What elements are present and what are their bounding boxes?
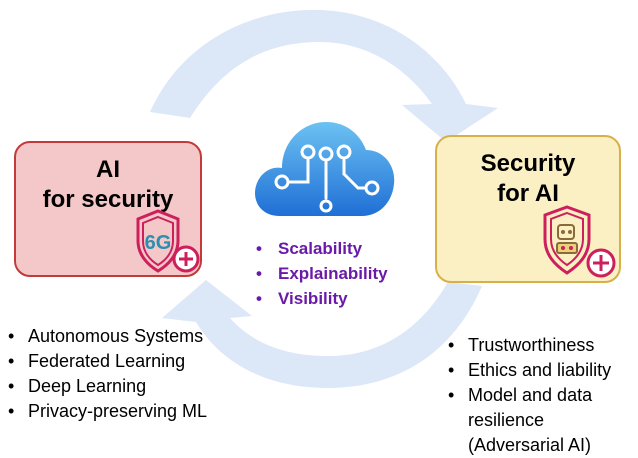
top-arrow: [150, 9, 498, 142]
security-for-ai-box: Security for AI: [435, 135, 621, 283]
center-properties-list: Scalability Explainability Visibility: [256, 236, 388, 311]
left-item-privacy-preserving-ml: Privacy-preserving ML: [4, 399, 244, 424]
badge-6g-text: 6G: [145, 232, 172, 254]
shield-6g-plus-icon: 6G: [136, 209, 200, 273]
left-item-autonomous-systems: Autonomous Systems: [4, 324, 244, 349]
security-for-ai-list: Trustworthiness Ethics and liability Mod…: [444, 333, 638, 458]
cloud-circuit-icon: [255, 122, 395, 216]
ai-for-security-title-line1: AI: [96, 156, 120, 183]
ai-for-security-title-line2: for security: [42, 186, 174, 213]
security-for-ai-title-line1: Security: [480, 150, 576, 177]
right-item-trustworthiness: Trustworthiness: [444, 333, 638, 358]
ai-for-security-box: AI for security 6G: [14, 141, 202, 277]
security-for-ai-title-line2: for AI: [497, 180, 559, 207]
left-item-federated-learning: Federated Learning: [4, 349, 244, 374]
right-item-model-data-resilience: Model and data resilience (Adversarial A…: [444, 383, 638, 458]
ai-for-security-list: Autonomous Systems Federated Learning De…: [4, 324, 244, 424]
left-item-deep-learning: Deep Learning: [4, 374, 244, 399]
shield-robot-plus-icon: [543, 205, 616, 278]
center-item-scalability: Scalability: [256, 236, 388, 261]
right-item-ethics-liability: Ethics and liability: [444, 358, 638, 383]
center-item-explainability: Explainability: [256, 261, 388, 286]
center-item-visibility: Visibility: [256, 286, 388, 311]
